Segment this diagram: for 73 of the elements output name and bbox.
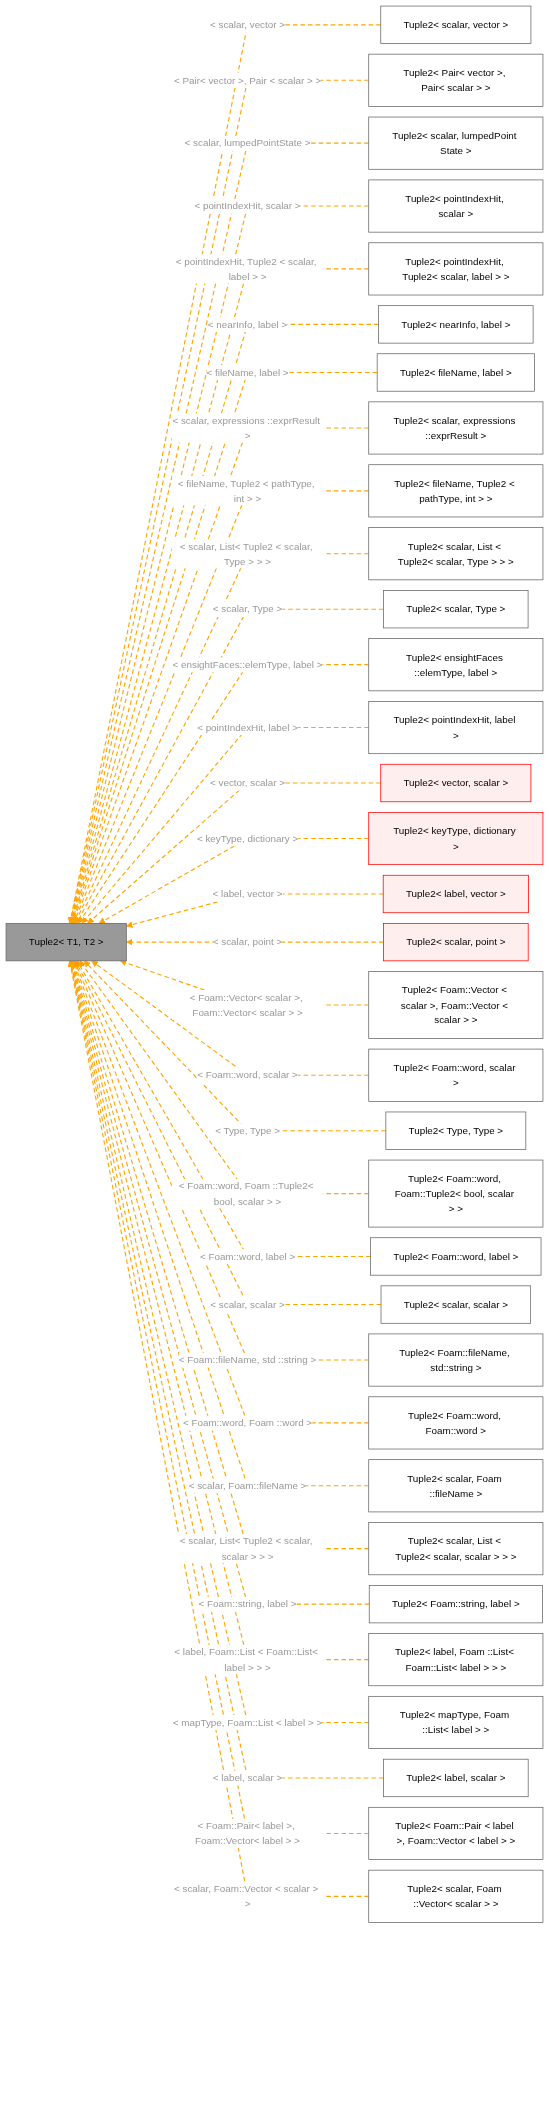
edge-label: < label, Foam::List < Foam::List< label > > >	[174, 1646, 318, 1673]
edge-label: < scalar, List< Tuple2 < scalar, scalar > > >	[179, 1535, 313, 1562]
node-box: Tuple2< pointIndexHit, Tuple2< scalar, label > >	[368, 242, 544, 296]
node-box: Tuple2< fileName, label >	[376, 353, 535, 392]
arrow	[87, 782, 382, 924]
edge-label: < scalar, List< Tuple2 < scalar, Type > > >	[179, 540, 313, 567]
node-box: Tuple2< mapType, Foam ::List< label > >	[368, 1695, 544, 1749]
edge-label: < scalar, vector >	[210, 18, 286, 31]
edge-label: < scalar, Foam::Vector < scalar > >	[174, 1883, 319, 1910]
node-box: Tuple2< nearInfo, label >	[378, 305, 534, 344]
node-box: Tuple2< keyType, dictionary >	[368, 812, 544, 866]
node-box: Tuple2< scalar, expressions ::exprResult >	[368, 401, 544, 455]
node-box: Tuple2< Foam::string, label >	[368, 1585, 543, 1624]
edge-label: < Foam::Vector< scalar >, Foam::Vector< scalar > >	[189, 991, 303, 1018]
node-box: Tuple2< T1, T2 >	[5, 922, 127, 962]
edge-label: < pointIndexHit, scalar >	[194, 200, 301, 212]
node-box: Tuple2< Foam::word, Foam::word >	[368, 1396, 544, 1450]
edge-label: < Pair< vector >, Pair < scalar > >	[173, 74, 322, 86]
edge-label: < ensightFaces::elemType, label >	[172, 658, 323, 671]
edge-label: < fileName, label >	[206, 366, 289, 378]
edge-label: < Type, Type >	[215, 1124, 280, 1137]
edge-label: < scalar, expressions ::exprResult >	[172, 414, 320, 441]
edge-label: < Foam::word, label >	[199, 1250, 296, 1262]
edge-label: < pointIndexHit, label >	[197, 721, 298, 734]
node-box: Tuple2< Foam::Pair < label >, Foam::Vector < label > >	[368, 1806, 544, 1860]
node-box: Tuple2< scalar, Foam ::fileName >	[368, 1459, 544, 1513]
edge-label: < label, scalar >	[212, 1772, 283, 1784]
edge-label: < vector, scalar >	[210, 777, 286, 789]
node-box: Tuple2< Foam::fileName, std::string >	[368, 1333, 544, 1387]
node-box: Tuple2< Foam::word, label >	[370, 1237, 542, 1276]
edge-label: < Foam::word, scalar >	[197, 1069, 298, 1081]
node-box: Tuple2< Type, Type >	[385, 1111, 527, 1150]
node-box: Tuple2< scalar, Foam ::Vector< scalar > >	[368, 1869, 544, 1923]
edge-label: < keyType, dictionary >	[196, 832, 299, 845]
edge-label: < fileName, Tuple2 < pathType, int > >	[177, 477, 315, 504]
edge-label: < nearInfo, label >	[207, 318, 288, 330]
edge-label: < Foam::word, Foam ::Tuple2< bool, scalar > >	[178, 1180, 314, 1207]
arrow	[78, 664, 370, 924]
edge-label: < Foam::string, label >	[198, 1598, 297, 1610]
edge-label: < Foam::fileName, std ::string >	[178, 1354, 317, 1366]
node-box: Tuple2< fileName, Tuple2 < pathType, int > >	[368, 464, 544, 518]
arrow	[98, 837, 370, 924]
node-box: Tuple2< pointIndexHit, label >	[368, 701, 544, 755]
node-box: Tuple2< label, Foam ::List< Foam::List< label > > >	[368, 1633, 544, 1687]
node-box: Tuple2< Foam::Vector < scalar >, Foam::Vector < scalar > >	[368, 971, 544, 1039]
arrow	[81, 726, 370, 924]
node-box: Tuple2< scalar, lumpedPoint State >	[368, 116, 544, 170]
node-box: Tuple2< scalar, List < Tuple2< scalar, scalar > > >	[368, 1522, 544, 1576]
arrow	[76, 608, 385, 924]
edge-label: < Foam::Pair< label >, Foam::Vector< label > >	[195, 1820, 300, 1847]
node-box: Tuple2< scalar, Type >	[383, 590, 529, 629]
node-box: Tuple2< scalar, List < Tuple2< scalar, Type > > >	[368, 527, 544, 581]
edge-label: < scalar, lumpedPointState >	[184, 137, 311, 149]
node-box: Tuple2< Foam::word, scalar >	[368, 1048, 544, 1102]
node-box: Tuple2< Pair< vector >, Pair< scalar > >	[368, 53, 544, 107]
edge-label: < pointIndexHit, Tuple2 < scalar, label > >	[175, 255, 317, 282]
edge-label: < mapType, Foam::List < label > >	[172, 1716, 323, 1728]
node-box: Tuple2< label, scalar >	[383, 1758, 529, 1798]
edge-label: < Foam::word, Foam ::word >	[182, 1417, 313, 1429]
node-box: Tuple2< label, vector >	[382, 874, 529, 914]
edge-label: < label, vector >	[212, 888, 283, 900]
node-box: Tuple2< ensightFaces ::elemType, label >	[368, 638, 544, 692]
edge-label: < scalar, Type >	[212, 603, 283, 615]
node-box: Tuple2< vector, scalar >	[380, 763, 532, 803]
edge-label: < scalar, Foam::fileName >	[188, 1479, 307, 1492]
node-box: Tuple2< Foam::word, Foam::Tuple2< bool, scalar > >	[368, 1159, 544, 1228]
node-box: Tuple2< scalar, scalar >	[380, 1285, 532, 1324]
arrow	[74, 553, 370, 924]
node-box: Tuple2< scalar, vector >	[380, 5, 532, 44]
edge-label: < scalar, scalar >	[210, 1298, 285, 1311]
edge-label: < scalar, point >	[212, 936, 283, 948]
node-box: Tuple2< scalar, point >	[383, 922, 529, 962]
node-box: Tuple2< pointIndexHit, scalar >	[368, 179, 544, 233]
